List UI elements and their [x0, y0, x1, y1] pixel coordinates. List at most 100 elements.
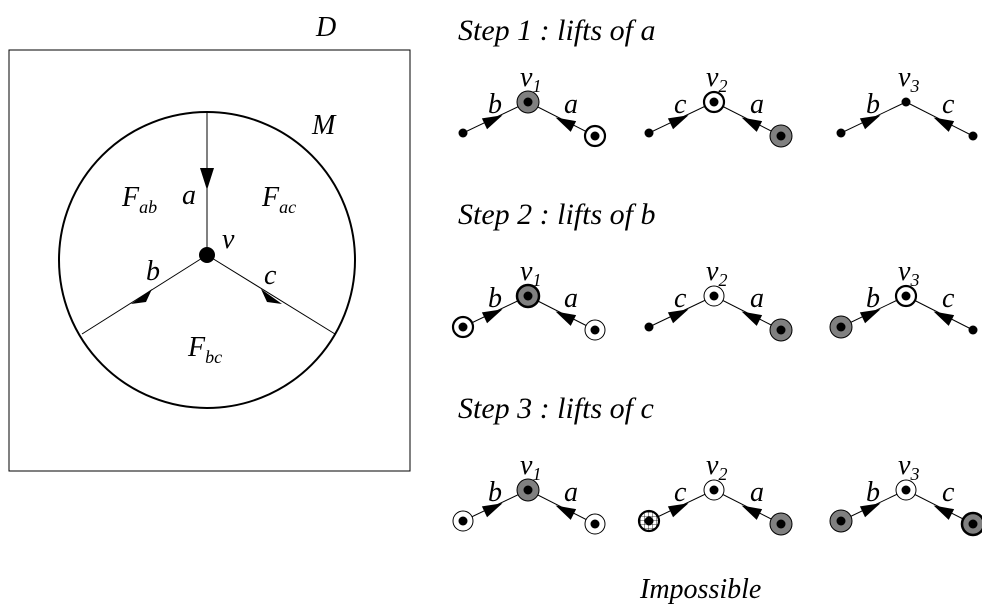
edge-c-label: c: [264, 260, 277, 291]
lift-left-label: c: [674, 283, 687, 314]
lift-right-end: [584, 319, 606, 341]
lift-center-node: [515, 283, 541, 309]
lift-vertex-label: v3: [898, 62, 919, 96]
lift-right-end: [769, 318, 793, 342]
lift-left-arrow: [481, 309, 503, 324]
step-3-title: Step 3 : lifts of c: [458, 392, 654, 425]
lift-center-node: [703, 479, 725, 501]
lift-right-arrow: [933, 311, 955, 326]
lift-left-label: b: [866, 477, 880, 508]
lift-2-1: v1 b a: [451, 256, 606, 341]
lift-left-end: [829, 509, 853, 533]
lift-left-label: b: [866, 283, 880, 314]
lift-left-arrow: [859, 309, 881, 324]
vertex-v: [199, 247, 215, 263]
lift-right-arrow: [741, 505, 763, 520]
lift-right-label: a: [750, 89, 764, 120]
lift-vertex-label: v2: [706, 450, 727, 484]
lift-right-label: a: [564, 283, 578, 314]
lift-1-1: v1 b a: [458, 62, 607, 148]
lift-center-node: [894, 284, 918, 308]
lift-right-arrow: [741, 311, 763, 326]
face-f-ac: Fac: [261, 182, 296, 217]
lift-motifs: v1 b a v2 c a v3 b c v1 b a v2 c a v3 b c v1 b a v2 c a v3 b c: [451, 62, 982, 537]
vertex-v-label: v: [222, 224, 235, 255]
lift-left-label: c: [674, 89, 687, 120]
label-m: M: [311, 110, 337, 141]
lift-right-end: [584, 513, 606, 535]
lift-left-end: [452, 510, 474, 532]
lift-right-end: [583, 124, 607, 148]
lift-1-2: v2 c a: [644, 62, 793, 148]
lift-right-end: [960, 511, 982, 537]
lift-right-end: [968, 131, 978, 141]
lift-1-3: v3 b c: [836, 62, 978, 141]
lift-center-node: [516, 90, 540, 114]
lift-right-label: c: [942, 89, 955, 120]
lift-center-node: [703, 285, 725, 307]
lift-left-end: [829, 315, 853, 339]
lift-left-arrow: [481, 115, 503, 130]
lift-left-end: [451, 315, 475, 339]
lift-2-3: v3 b c: [829, 256, 978, 339]
lift-right-arrow: [741, 117, 763, 132]
lift-left-label: b: [488, 89, 502, 120]
label-d: D: [315, 12, 336, 43]
lift-right-end: [769, 124, 793, 148]
lift-vertex-label: v1: [520, 256, 541, 290]
lift-left-end: [458, 128, 468, 138]
lift-right-arrow: [555, 117, 577, 132]
lift-left-label: b: [488, 477, 502, 508]
lift-right-label: a: [750, 283, 764, 314]
edge-b-label: b: [146, 256, 160, 287]
lift-right-label: a: [750, 477, 764, 508]
lift-3-1: v1 b a: [452, 450, 606, 535]
lift-left-end: [637, 509, 661, 533]
lift-vertex-label: v2: [706, 62, 727, 96]
lift-vertex-label: v3: [898, 450, 919, 484]
lift-right-label: a: [564, 477, 578, 508]
step-2-title: Step 2 : lifts of b: [458, 198, 656, 231]
lift-right-label: c: [942, 283, 955, 314]
edge-c-arrow: [261, 289, 282, 304]
lift-right-arrow: [555, 505, 577, 520]
lift-right-arrow: [555, 311, 577, 326]
lift-left-arrow: [859, 115, 881, 130]
lift-vertex-label: v1: [520, 450, 541, 484]
lift-left-label: b: [488, 283, 502, 314]
lift-right-label: c: [942, 477, 955, 508]
lift-right-arrow: [933, 505, 955, 520]
edge-c-line: [206, 254, 336, 335]
lift-vertex-label: v2: [706, 256, 727, 290]
lift-left-label: c: [674, 477, 687, 508]
edge-a-label: a: [182, 180, 196, 211]
lift-right-label: a: [564, 89, 578, 120]
lift-3-2: v2 c a: [637, 450, 793, 536]
lift-left-end: [644, 322, 654, 332]
step-1-title: Step 1 : lifts of a: [458, 14, 656, 47]
lift-center-node: [516, 478, 540, 502]
lift-left-arrow: [667, 503, 689, 518]
lift-left-arrow: [859, 503, 881, 518]
lift-right-arrow: [933, 117, 955, 132]
lift-left-end: [836, 128, 846, 138]
edge-a-arrow: [200, 168, 214, 190]
lift-left-arrow: [667, 309, 689, 324]
lift-2-2: v2 c a: [644, 256, 793, 342]
lift-left-end: [644, 128, 654, 138]
lift-center-node: [702, 90, 726, 114]
lift-left-label: b: [866, 89, 880, 120]
lift-left-arrow: [667, 115, 689, 130]
lift-vertex-label: v1: [520, 62, 541, 96]
face-f-ab: Fab: [121, 182, 157, 217]
lift-right-end: [769, 512, 793, 536]
lift-right-end: [968, 325, 978, 335]
left-figure: D M a b c v Fab Fac Fbc: [8, 12, 411, 472]
impossible-label: Impossible: [639, 574, 761, 605]
lift-3-3: v3 b c: [829, 450, 982, 537]
edge-b-arrow: [131, 289, 152, 304]
lift-vertex-label: v3: [898, 256, 919, 290]
face-f-bc: Fbc: [187, 332, 222, 367]
outer-square-d: [8, 49, 411, 472]
